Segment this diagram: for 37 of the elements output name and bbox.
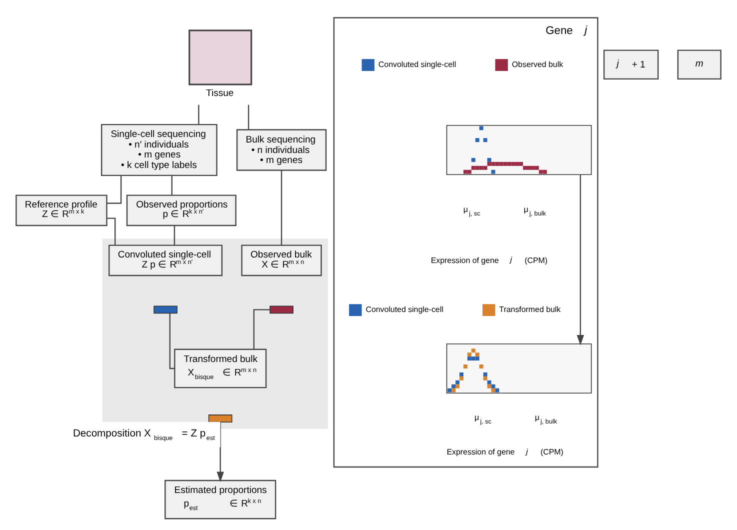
- label: μ$_{j, bulk}$: [524, 204, 546, 218]
- arrow: [576, 174, 584, 346]
- connector: [198, 104, 200, 124]
- edge-label: Decomposition X$_{bisque}$ = Z p$_{est}$: [72, 428, 215, 442]
- connector: [253, 309, 270, 350]
- connector: [106, 176, 122, 204]
- connector: [169, 314, 175, 370]
- node-label: Tissue: [206, 88, 234, 100]
- label: μ$_{j, sc}$: [474, 413, 492, 426]
- node-box: Bulk sequencing • n individuals • m genes: [236, 129, 327, 171]
- node-box: Convoluted single-cell Z p ∈ R$^{m x n′}$: [108, 244, 223, 276]
- connector: [248, 104, 250, 130]
- node-box: Reference profile Z ∈ R$^{m x k}$: [16, 194, 108, 226]
- node-box: j + 1: [603, 50, 659, 80]
- node-bar: [154, 306, 178, 314]
- node-box: Observed proportions p ∈ R$^{k x n′}$: [126, 194, 236, 226]
- node-box: Estimated proportions p$_{est}$ ∈ R$^{k x n}$: [164, 480, 276, 520]
- cluster: [102, 238, 328, 429]
- connector: [171, 176, 172, 196]
- node-box: Observed bulk X ∈ R$^{m x n}$: [241, 244, 322, 276]
- node-box: m: [677, 50, 722, 80]
- connector: [174, 226, 176, 246]
- node-box: Single-cell sequencing • n′ individuals • m genes • k cell type labels: [100, 124, 218, 176]
- node-box: Transformed bulk X$_{bisque}$ ∈ R$^{m x n}$: [174, 348, 267, 388]
- legend-label: Convoluted single-cell: [366, 305, 444, 314]
- label: μ$_{j, sc}$: [463, 204, 480, 218]
- node-bar: [208, 414, 232, 422]
- arrow: [216, 422, 224, 482]
- connector: [280, 170, 282, 246]
- connector: [106, 218, 116, 246]
- label: μ$_{j, bulk}$: [534, 413, 558, 426]
- legend-label: Convoluted single-cell: [378, 60, 456, 69]
- legend-label: Observed bulk: [512, 60, 564, 69]
- node-bar: [270, 306, 294, 314]
- label: Expression of gene j (CPM): [430, 255, 548, 265]
- label: Expression of gene j (CPM): [446, 446, 564, 457]
- legend-label: Transformed bulk: [499, 305, 561, 314]
